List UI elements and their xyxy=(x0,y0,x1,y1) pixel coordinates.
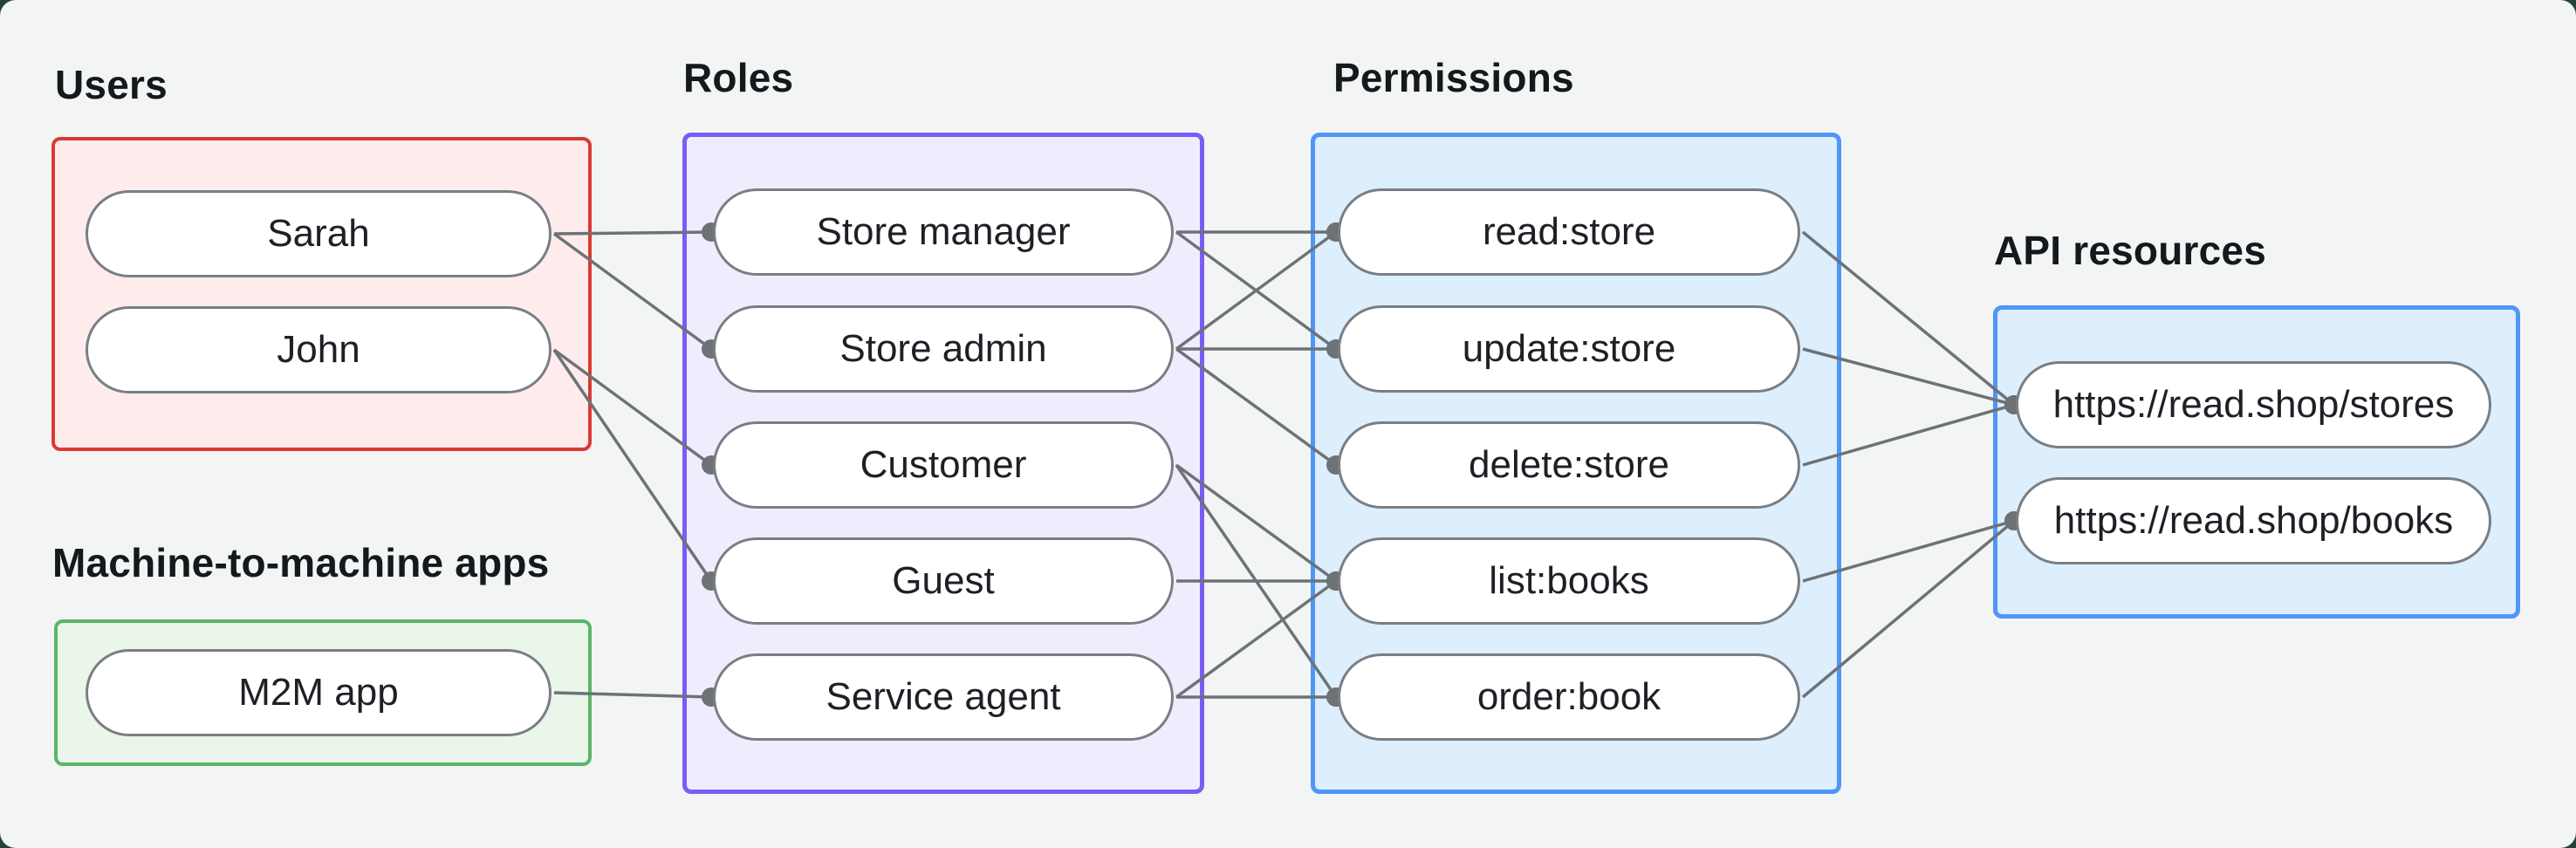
node-pill-books: https://read.shop/books xyxy=(2016,477,2491,564)
permissions-group-label: Permissions xyxy=(1333,55,1574,100)
api-resources-group-box xyxy=(1993,305,2520,619)
node-pill-customer: Customer xyxy=(713,421,1174,509)
node-pill-delete-store: delete:store xyxy=(1338,421,1800,509)
node-pill-read-store: read:store xyxy=(1338,188,1800,276)
users-group-box xyxy=(51,137,592,451)
node-pill-store-manager: Store manager xyxy=(713,188,1174,276)
node-pill-update-store: update:store xyxy=(1338,305,1800,393)
node-pill-m2m-app: M2M app xyxy=(86,649,552,736)
roles-group-label: Roles xyxy=(683,55,794,100)
node-pill-list-books: list:books xyxy=(1338,537,1800,625)
users-group-label: Users xyxy=(55,62,168,107)
node-pill-service-agent: Service agent xyxy=(713,653,1174,741)
node-pill-sarah: Sarah xyxy=(86,190,552,277)
node-pill-stores: https://read.shop/stores xyxy=(2016,361,2491,448)
m2m-group-label: Machine-to-machine apps xyxy=(52,540,550,585)
node-pill-john: John xyxy=(86,306,552,393)
api-resources-group-label: API resources xyxy=(1994,228,2266,273)
node-pill-guest: Guest xyxy=(713,537,1174,625)
node-pill-store-admin: Store admin xyxy=(713,305,1174,393)
node-pill-order-book: order:book xyxy=(1338,653,1800,741)
